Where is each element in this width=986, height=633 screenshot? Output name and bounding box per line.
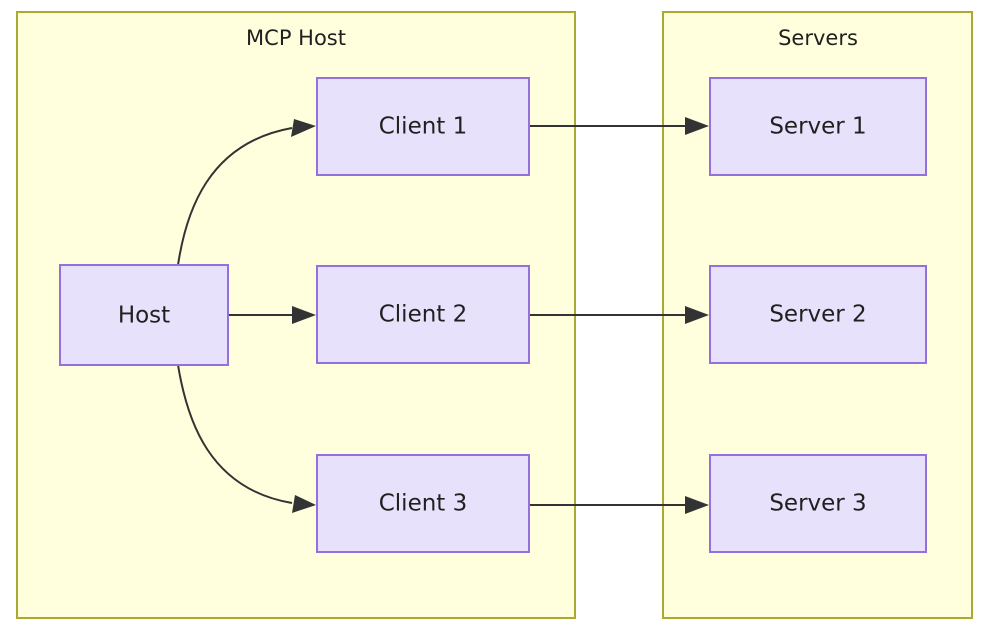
node-server1-label: Server 1 [769, 114, 866, 140]
node-server3-label: Server 3 [769, 491, 866, 517]
edge-client1-to-server1[interactable] [529, 117, 709, 135]
node-client2-rect [316, 265, 530, 364]
node-host-rect [59, 264, 229, 366]
node-server3[interactable]: Server 3 [709, 454, 927, 553]
node-client3-rect [316, 454, 530, 553]
node-client1[interactable]: Client 1 [316, 77, 530, 176]
node-server1[interactable]: Server 1 [709, 77, 927, 176]
edge-client2-to-server2[interactable] [529, 306, 709, 324]
node-host[interactable]: Host [59, 264, 229, 366]
edge-host-to-client1[interactable] [177, 119, 316, 266]
node-client3[interactable]: Client 3 [316, 454, 530, 553]
node-client1-rect [316, 77, 530, 176]
edge-host-to-client2-arrowhead [292, 306, 316, 324]
edge-host-to-client1-line [177, 127, 293, 266]
node-server2-rect [709, 265, 927, 364]
edge-host-to-client3-line [177, 364, 293, 504]
node-server3-rect [709, 454, 927, 553]
edge-host-to-client3-arrowhead [292, 495, 316, 513]
edge-client3-to-server3[interactable] [529, 496, 709, 514]
node-client3-label: Client 3 [379, 491, 468, 517]
edge-host-to-client3[interactable] [177, 364, 316, 513]
node-server1-rect [709, 77, 927, 176]
node-host-label: Host [118, 303, 170, 329]
node-client1-label: Client 1 [379, 114, 468, 140]
edge-host-to-client2[interactable] [228, 306, 316, 324]
node-server2-label: Server 2 [769, 302, 866, 328]
edge-host-to-client1-arrowhead [291, 119, 316, 137]
cluster-mcp-host-label: MCP Host [246, 26, 346, 50]
edge-client1-to-server1-arrowhead [685, 117, 709, 135]
node-client2-label: Client 2 [379, 302, 468, 328]
node-client2[interactable]: Client 2 [316, 265, 530, 364]
edge-client3-to-server3-arrowhead [685, 496, 709, 514]
node-server2[interactable]: Server 2 [709, 265, 927, 364]
edge-client2-to-server2-arrowhead [685, 306, 709, 324]
cluster-servers-label: Servers [778, 26, 858, 50]
